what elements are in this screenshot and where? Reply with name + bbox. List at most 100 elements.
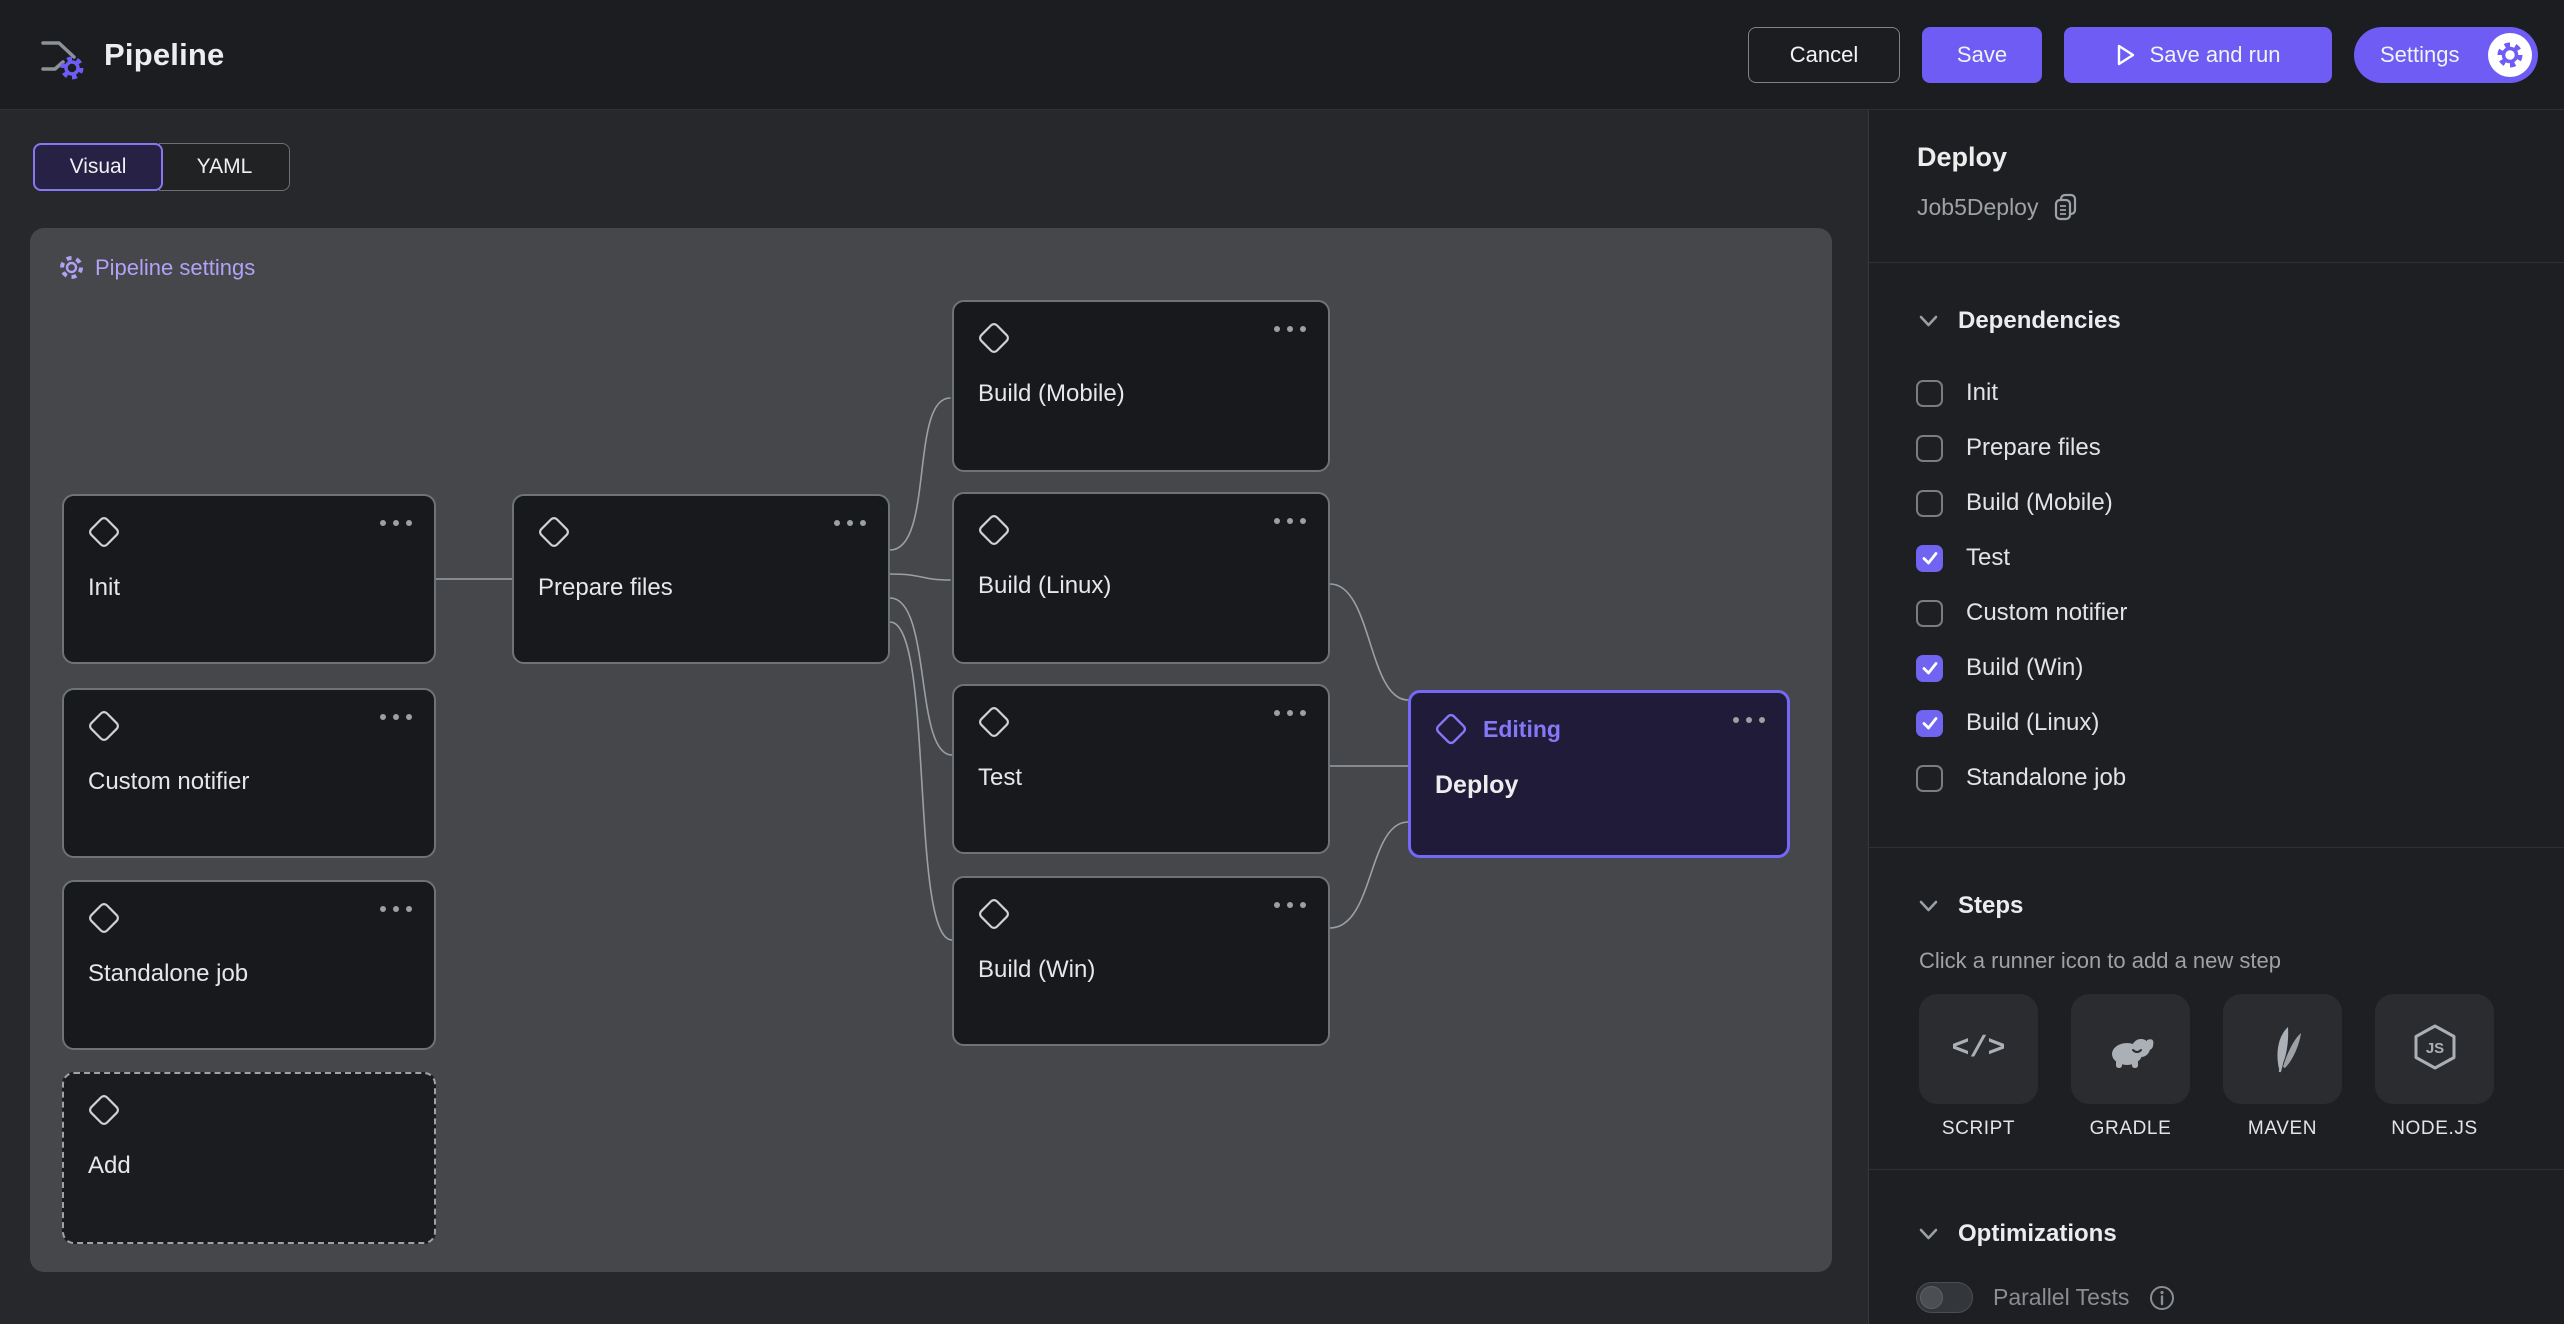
runner-maven-tile[interactable] — [2223, 994, 2342, 1104]
job-diamond-icon — [89, 903, 119, 933]
node-menu-button[interactable] — [1274, 326, 1306, 332]
pipeline-node-init[interactable]: Init — [62, 494, 436, 664]
job-diamond-icon — [979, 707, 1009, 737]
checkbox[interactable] — [1916, 709, 1943, 737]
dependency-label: Test — [1966, 544, 2011, 571]
checkbox[interactable] — [1916, 379, 1943, 407]
check-icon — [1922, 717, 1937, 730]
dependency-label: Prepare files — [1966, 434, 2101, 461]
nodejs-icon: JS — [2414, 1024, 2455, 1070]
runner-label: MAVEN — [2247, 1118, 2318, 1139]
node-menu-button[interactable] — [1274, 902, 1306, 908]
maven-icon — [2276, 1027, 2301, 1073]
job-diamond-icon — [979, 899, 1009, 929]
steps-hint: Click a runner icon to add a new step — [1919, 948, 2281, 973]
checkbox[interactable] — [1916, 764, 1943, 792]
view-mode-tabs: Visual YAML — [33, 143, 290, 191]
pipeline-settings-label: Pipeline settings — [95, 254, 256, 280]
optimizations-section: Optimizations Parallel Tests — [1869, 1170, 2564, 1324]
save-and-run-button[interactable]: Save and run — [2064, 26, 2332, 83]
checkbox[interactable] — [1916, 434, 1943, 462]
job-title: Deploy — [1917, 142, 2008, 172]
node-label: Add — [88, 1152, 131, 1179]
job-diamond-icon — [89, 517, 119, 547]
add-job-node[interactable]: Add — [62, 1072, 436, 1244]
runner-script-tile[interactable]: </> — [1919, 994, 2038, 1104]
node-menu-button[interactable] — [1274, 518, 1306, 524]
dependency-row-build-mobile[interactable]: Build (Mobile) — [1916, 489, 2113, 517]
dependency-row-custom-notifier[interactable]: Custom notifier — [1916, 599, 2127, 627]
pipeline-node-standalone-job[interactable]: Standalone job — [62, 880, 436, 1050]
dependencies-section-header[interactable]: Dependencies — [1919, 307, 2121, 335]
node-menu-button[interactable] — [380, 906, 412, 912]
pipeline-node-deploy-editing[interactable]: Editing Deploy — [1408, 690, 1790, 858]
settings-gear-badge — [2488, 32, 2532, 77]
job-header-section: Deploy Job5Deploy — [1869, 110, 2564, 263]
settings-button[interactable]: Settings — [2354, 26, 2538, 83]
node-label: Prepare files — [538, 574, 673, 601]
job-diamond-icon — [1435, 713, 1467, 745]
chevron-down-icon — [1919, 1228, 1938, 1239]
pipeline-node-custom-notifier[interactable]: Custom notifier — [62, 688, 436, 858]
copy-icon — [2055, 193, 2077, 221]
runner-maven[interactable]: MAVEN — [2223, 994, 2342, 1140]
pipeline-settings-link[interactable]: Pipeline settings — [58, 254, 255, 281]
checkbox[interactable] — [1916, 489, 1943, 517]
dependency-row-init[interactable]: Init — [1916, 379, 1998, 407]
job-details-sidebar: Deploy Job5Deploy Dependencies Init Prep… — [1868, 110, 2564, 1324]
pipeline-node-test[interactable]: Test — [952, 684, 1330, 854]
runner-gradle[interactable]: GRADLE — [2071, 994, 2190, 1140]
gear-icon — [60, 256, 83, 279]
runner-gradle-tile[interactable] — [2071, 994, 2190, 1104]
runner-nodejs-tile[interactable]: JS — [2375, 994, 2494, 1104]
node-menu-button[interactable] — [1733, 717, 1765, 723]
node-menu-button[interactable] — [834, 520, 866, 526]
dependency-label: Build (Win) — [1966, 654, 2084, 681]
pipeline-node-build-linux[interactable]: Build (Linux) — [952, 492, 1330, 664]
optimizations-section-header[interactable]: Optimizations — [1919, 1220, 2117, 1248]
checkbox[interactable] — [1916, 599, 1943, 627]
steps-title: Steps — [1958, 892, 2024, 919]
gear-icon — [2497, 42, 2523, 67]
save-button[interactable]: Save — [1922, 26, 2042, 83]
tab-visual[interactable]: Visual — [33, 143, 163, 191]
cancel-button[interactable]: Cancel — [1748, 26, 1900, 83]
tab-yaml[interactable]: YAML — [159, 143, 290, 191]
parallel-tests-toggle[interactable] — [1916, 1282, 1973, 1313]
pipeline-canvas[interactable]: Pipeline settings Init Custom notifier S… — [30, 228, 1832, 1272]
runner-script[interactable]: </> SCRIPT — [1919, 994, 2038, 1140]
dependency-row-standalone-job[interactable]: Standalone job — [1916, 764, 2126, 792]
info-icon — [2150, 1285, 2175, 1310]
job-diamond-icon — [89, 711, 119, 741]
job-diamond-icon — [89, 1095, 119, 1125]
runner-nodejs[interactable]: JS NODE.JS — [2375, 994, 2494, 1140]
checkbox[interactable] — [1916, 544, 1943, 572]
steps-section: Steps Click a runner icon to add a new s… — [1869, 848, 2564, 1170]
header-actions: Cancel Save Save and run Settings — [1748, 26, 2538, 83]
node-menu-button[interactable] — [1274, 710, 1306, 716]
dependency-label: Build (Mobile) — [1966, 489, 2113, 516]
runner-label: GRADLE — [2089, 1118, 2172, 1139]
page-title: Pipeline — [104, 36, 225, 72]
dependency-row-build-linux[interactable]: Build (Linux) — [1916, 709, 2099, 737]
checkbox[interactable] — [1916, 654, 1943, 682]
check-icon — [1922, 662, 1937, 675]
dependency-row-build-win[interactable]: Build (Win) — [1916, 654, 2083, 682]
dependency-row-prepare-files[interactable]: Prepare files — [1916, 434, 2101, 462]
copy-job-id-button[interactable] — [2052, 192, 2080, 222]
dependency-label: Build (Linux) — [1966, 709, 2100, 736]
chevron-down-icon — [1919, 315, 1938, 326]
dependencies-title: Dependencies — [1958, 307, 2121, 334]
pipeline-node-prepare-files[interactable]: Prepare files — [512, 494, 890, 664]
parallel-tests-info-button[interactable] — [2149, 1285, 2175, 1311]
dependency-row-test[interactable]: Test — [1916, 544, 2010, 572]
node-menu-button[interactable] — [380, 520, 412, 526]
dependency-label: Init — [1966, 379, 1999, 406]
node-menu-button[interactable] — [380, 714, 412, 720]
editing-badge: Editing — [1483, 715, 1561, 742]
node-label: Test — [978, 764, 1023, 791]
app-header: Pipeline Cancel Save Save and run Settin… — [0, 0, 2564, 110]
pipeline-node-build-win[interactable]: Build (Win) — [952, 876, 1330, 1046]
steps-section-header[interactable]: Steps — [1919, 892, 2023, 920]
pipeline-node-build-mobile[interactable]: Build (Mobile) — [952, 300, 1330, 472]
